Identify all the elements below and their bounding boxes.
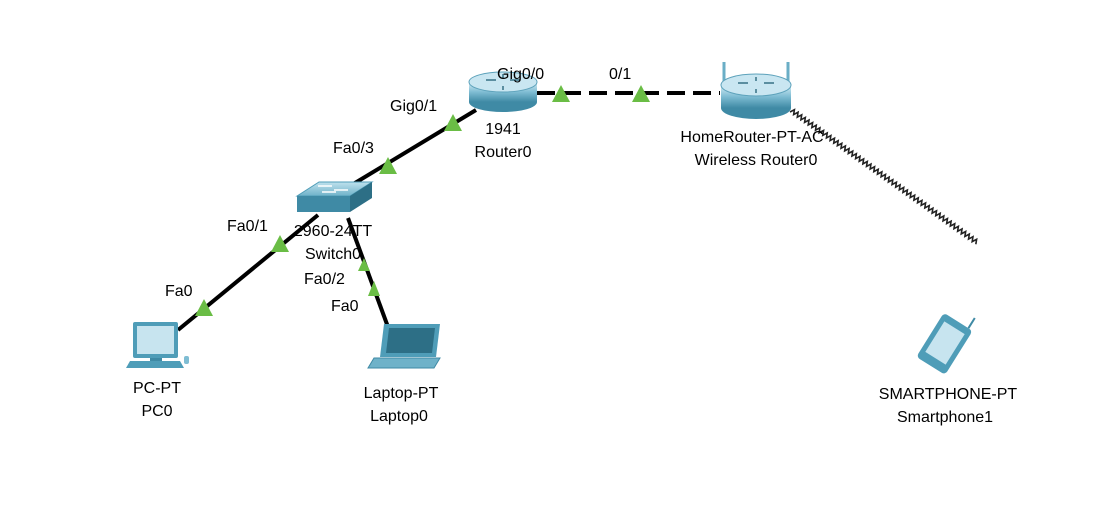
- router-icon-top: [468, 71, 538, 93]
- link-up-indicator: [195, 299, 213, 316]
- router0-device[interactable]: [468, 71, 538, 112]
- monitor-screen: [137, 326, 174, 354]
- laptop0-device[interactable]: [367, 324, 441, 369]
- link-up-indicator: [358, 258, 370, 271]
- smartphone1-device[interactable]: [916, 303, 979, 375]
- link-up-indicator: [271, 235, 289, 252]
- device-name-router0: Router0: [474, 144, 532, 161]
- wireless-router0-device[interactable]: [720, 62, 792, 119]
- router-icon-arrows: [738, 77, 774, 93]
- pc0-device[interactable]: [126, 322, 189, 368]
- link-up-indicator: [368, 281, 380, 296]
- port-label-router0-gig00: Gig0/0: [497, 66, 545, 83]
- smartphone-screen: [925, 321, 965, 365]
- device-name-pc0: PC0: [141, 403, 173, 420]
- link-switch0-laptop0[interactable]: [346, 217, 390, 328]
- switch-icon-side: [350, 182, 372, 212]
- link-up-indicator: [632, 85, 650, 102]
- router-icon-top: [720, 73, 792, 97]
- device-name-smartphone1: Smartphone1: [896, 409, 994, 426]
- link-indicators: [195, 85, 650, 316]
- port-label-switch0-fa02: Fa0/2: [304, 271, 345, 288]
- port-label-wireless-router0: 0/1: [609, 66, 632, 83]
- link-up-indicator: [379, 157, 397, 174]
- port-label-switch0-fa01: Fa0/1: [227, 218, 268, 235]
- port-label-pc0-fa0: Fa0: [165, 283, 193, 300]
- device-model-router0: 1941: [485, 121, 521, 138]
- smartphone-antenna: [967, 317, 976, 329]
- device-name-laptop0: Laptop0: [370, 408, 428, 425]
- device-model-switch0: 2960-24TT: [293, 223, 373, 240]
- router-icon-arrows: [486, 74, 520, 90]
- wireless-link-router-smartphone: [789, 108, 978, 245]
- mouse-icon: [184, 356, 189, 364]
- keyboard-icon: [126, 361, 184, 368]
- port-label-switch0-fa03: Fa0/3: [333, 140, 374, 157]
- device-model-laptop0: Laptop-PT: [363, 385, 439, 402]
- laptop-base: [367, 357, 441, 369]
- monitor-stand: [150, 358, 162, 362]
- device-model-pc0: PC-PT: [133, 380, 181, 397]
- switch0-device[interactable]: [295, 181, 374, 212]
- laptop-screen: [386, 328, 435, 353]
- switch-icon-arrows: [318, 185, 348, 193]
- link-up-indicator: [552, 85, 570, 102]
- port-label-router0-gig01: Gig0/1: [390, 98, 438, 115]
- switch-icon-front: [297, 196, 350, 212]
- device-name-wireless-router0: Wireless Router0: [694, 152, 818, 169]
- device-model-smartphone1: SMARTPHONE-PT: [878, 386, 1018, 403]
- device-model-wireless-router0: HomeRouter-PT-AC: [680, 129, 824, 146]
- port-label-laptop0-fa0: Fa0: [331, 298, 359, 315]
- link-up-indicator: [444, 114, 462, 131]
- device-name-switch0: Switch0: [304, 246, 362, 263]
